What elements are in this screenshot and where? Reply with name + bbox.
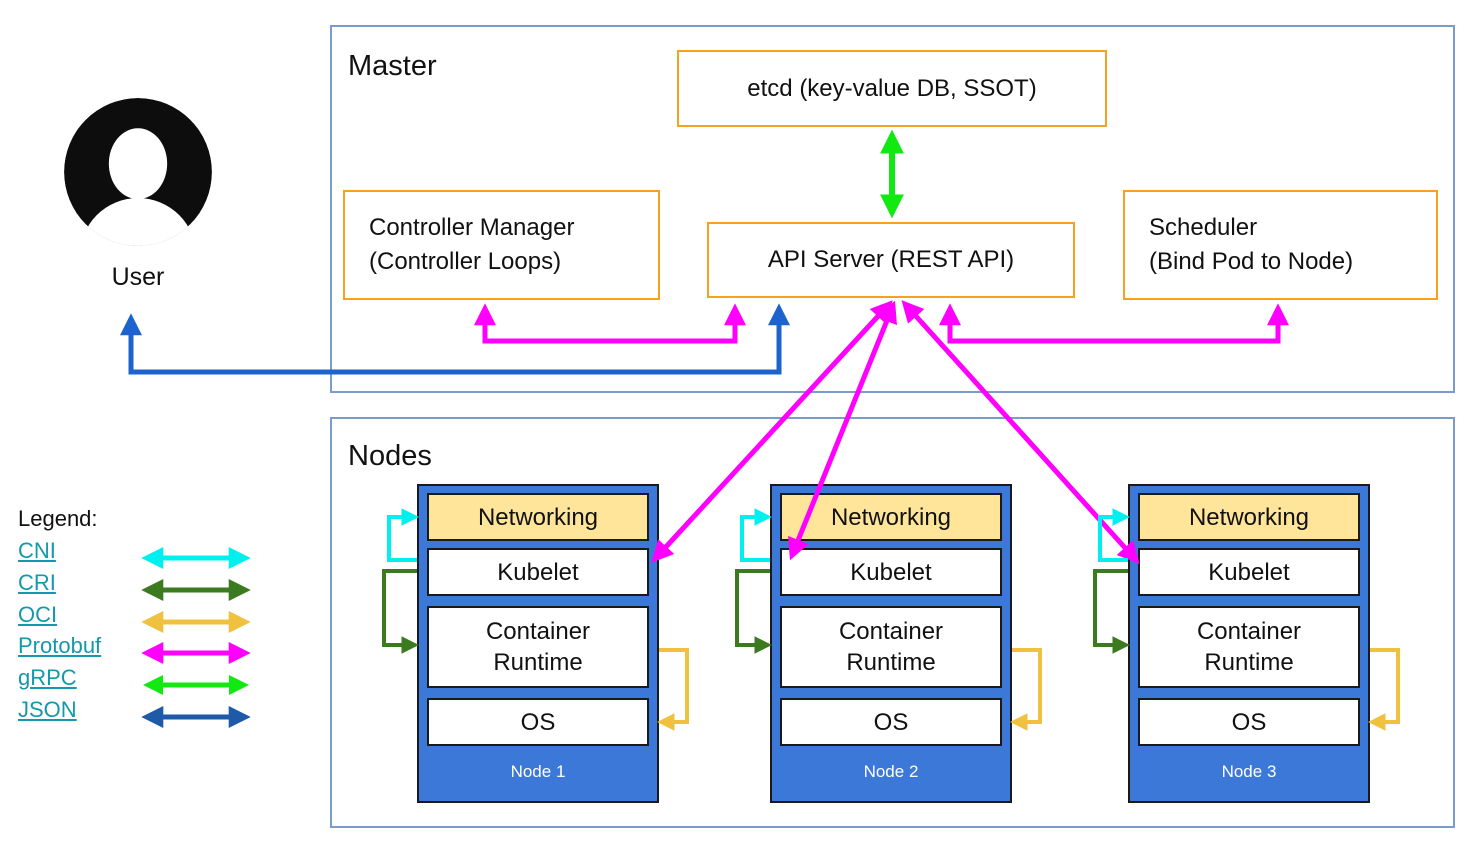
legend-link-cri[interactable]: CRI: [18, 569, 56, 595]
node-3-container-runtime-label: Container Runtime: [1196, 618, 1302, 676]
scheduler-label-line1: Scheduler: [1149, 214, 1258, 241]
legend-link-oci[interactable]: OCI: [18, 601, 58, 627]
node-2-name: Node 2: [863, 762, 919, 781]
node-1-networking-box: Networking: [427, 493, 649, 541]
master-title: Master: [348, 50, 437, 82]
api-server-box: API Server (REST API): [707, 222, 1075, 298]
node-1-networking-label: Networking: [477, 503, 599, 531]
node-1-os-label: OS: [520, 708, 556, 736]
node-3-networking-box: Networking: [1138, 493, 1360, 541]
legend-link-grpc[interactable]: gRPC: [18, 665, 77, 691]
user-avatar-icon: [64, 98, 212, 246]
node-3-os-box: OS: [1138, 698, 1360, 746]
legend: Legend: CNI CRI OCI Protobuf gRPC JSON: [18, 503, 318, 726]
legend-link-protobuf[interactable]: Protobuf: [18, 633, 102, 659]
user-figure: User: [63, 97, 213, 292]
node-3-kubelet-box: Kubelet: [1138, 548, 1360, 596]
node-3-container-runtime-box: Container Runtime: [1138, 606, 1360, 688]
node-2-networking-box: Networking: [780, 493, 1002, 541]
node-2-container-runtime-label: Container Runtime: [838, 618, 944, 676]
legend-title: Legend:: [18, 506, 98, 531]
controller-manager-box: Controller Manager (Controller Loops): [343, 190, 660, 300]
node-1-os-box: OS: [427, 698, 649, 746]
node-1-stack: Networking Kubelet Container Runtime OS …: [417, 484, 659, 803]
node-1-container-runtime-box: Container Runtime: [427, 606, 649, 688]
node-2-networking-label: Networking: [830, 503, 952, 531]
controller-manager-label-line1: Controller Manager: [369, 214, 575, 241]
node-2-os-box: OS: [780, 698, 1002, 746]
etcd-box: etcd (key-value DB, SSOT): [677, 50, 1107, 127]
node-1-kubelet-box: Kubelet: [427, 548, 649, 596]
nodes-title: Nodes: [348, 440, 432, 472]
node-3-os-label: OS: [1231, 708, 1267, 736]
etcd-label: etcd (key-value DB, SSOT): [747, 74, 1037, 102]
node-2-kubelet-label: Kubelet: [850, 558, 932, 586]
node-2-os-label: OS: [873, 708, 909, 736]
legend-link-json[interactable]: JSON: [18, 696, 77, 722]
node-1-name: Node 1: [510, 762, 566, 781]
api-server-label: API Server (REST API): [767, 246, 1015, 273]
node-1-container-runtime-label: Container Runtime: [485, 618, 591, 676]
node-2-container-runtime-box: Container Runtime: [780, 606, 1002, 688]
scheduler-label-line2: (Bind Pod to Node): [1149, 248, 1354, 275]
legend-link-cni[interactable]: CNI: [18, 538, 56, 563]
node-2-stack: Networking Kubelet Container Runtime OS …: [770, 484, 1012, 803]
node-3-stack: Networking Kubelet Container Runtime OS …: [1128, 484, 1370, 803]
node-2-kubelet-box: Kubelet: [780, 548, 1002, 596]
scheduler-box: Scheduler (Bind Pod to Node): [1123, 190, 1438, 300]
user-label: User: [111, 263, 165, 291]
node-1-kubelet-label: Kubelet: [497, 558, 579, 586]
node-3-name: Node 3: [1221, 762, 1277, 781]
controller-manager-label-line2: (Controller Loops): [369, 248, 562, 275]
node-3-kubelet-label: Kubelet: [1208, 558, 1290, 586]
node-3-networking-label: Networking: [1188, 503, 1310, 531]
